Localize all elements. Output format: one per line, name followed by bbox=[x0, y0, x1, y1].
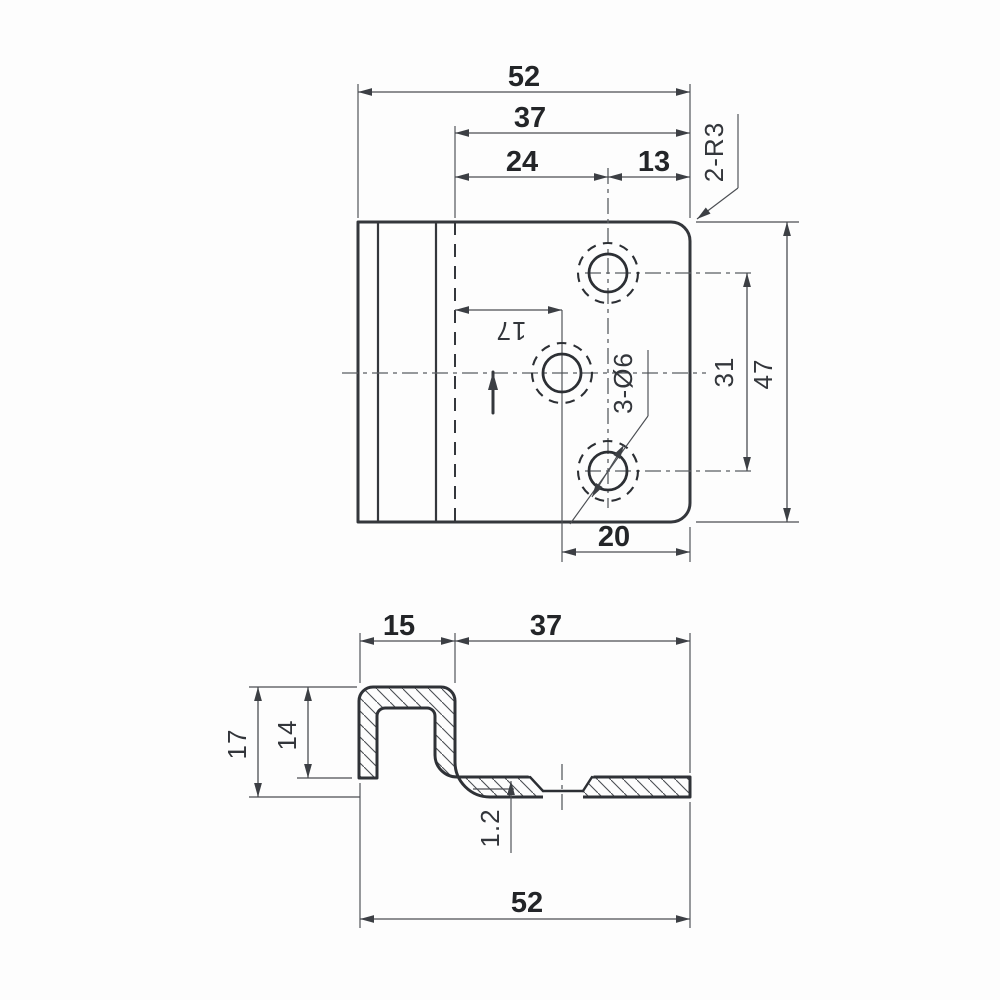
dim-middle-hole-offset: 17 bbox=[455, 306, 562, 346]
plate-outline bbox=[356, 220, 692, 524]
dim-sheet-thickness-label: 1.2 bbox=[475, 808, 505, 847]
dim-overall-height-label: 47 bbox=[748, 359, 778, 390]
dim-hole-col-offset-label: 24 bbox=[506, 146, 538, 178]
dim-outer-height-label: 17 bbox=[222, 729, 252, 760]
dim-outer-height: 17 bbox=[222, 686, 360, 798]
dim-hook-width: 15 bbox=[359, 610, 456, 683]
corner-radius-label: 2-R3 bbox=[699, 122, 729, 182]
dim-overall-width-top: 52 bbox=[357, 61, 691, 218]
dim-sheet-thickness: 1.2 bbox=[473, 781, 515, 853]
dim-flat-width-section: 37 bbox=[455, 610, 691, 773]
dim-overall-height: 47 bbox=[696, 221, 799, 523]
dim-flat-width-top-label: 37 bbox=[514, 102, 546, 134]
hole-top bbox=[576, 241, 640, 305]
top-view: 52 37 24 13 2-R3 47 bbox=[342, 61, 799, 562]
dim-inner-height-label: 14 bbox=[272, 720, 302, 751]
leader-hole-spec: 3-Ø6 bbox=[569, 350, 649, 525]
section-countersink-hole bbox=[528, 764, 594, 810]
dim-overall-width-top-label: 52 bbox=[508, 61, 540, 93]
dim-hole-pitch-label: 31 bbox=[709, 357, 739, 388]
dim-inner-height: 14 bbox=[272, 687, 352, 779]
dim-edge-offset: 13 bbox=[608, 146, 690, 181]
section-view: 15 37 17 14 1.2 52 bbox=[222, 610, 692, 928]
hole-spec-label: 3-Ø6 bbox=[608, 352, 638, 414]
hole-bottom bbox=[576, 439, 640, 503]
dim-overall-width-bottom: 52 bbox=[359, 783, 691, 928]
hole-middle bbox=[530, 341, 594, 405]
dim-middle-hole-to-edge: 20 bbox=[562, 521, 691, 562]
dim-middle-hole-offset-label: 17 bbox=[496, 316, 527, 346]
dim-overall-width-bottom-label: 52 bbox=[511, 887, 543, 919]
dim-edge-offset-label: 13 bbox=[638, 146, 670, 178]
dim-hole-col-offset: 24 bbox=[455, 146, 608, 181]
centerlines bbox=[342, 168, 756, 562]
leader-corner-radius: 2-R3 bbox=[696, 114, 739, 220]
section-profile bbox=[357, 685, 692, 799]
dim-hole-pitch: 31 bbox=[709, 273, 751, 471]
dim-flat-width-section-label: 37 bbox=[530, 610, 562, 642]
dim-hook-width-label: 15 bbox=[383, 610, 415, 642]
dim-flat-width-top: 37 bbox=[454, 102, 690, 218]
dim-middle-hole-to-edge-label: 20 bbox=[598, 521, 630, 553]
